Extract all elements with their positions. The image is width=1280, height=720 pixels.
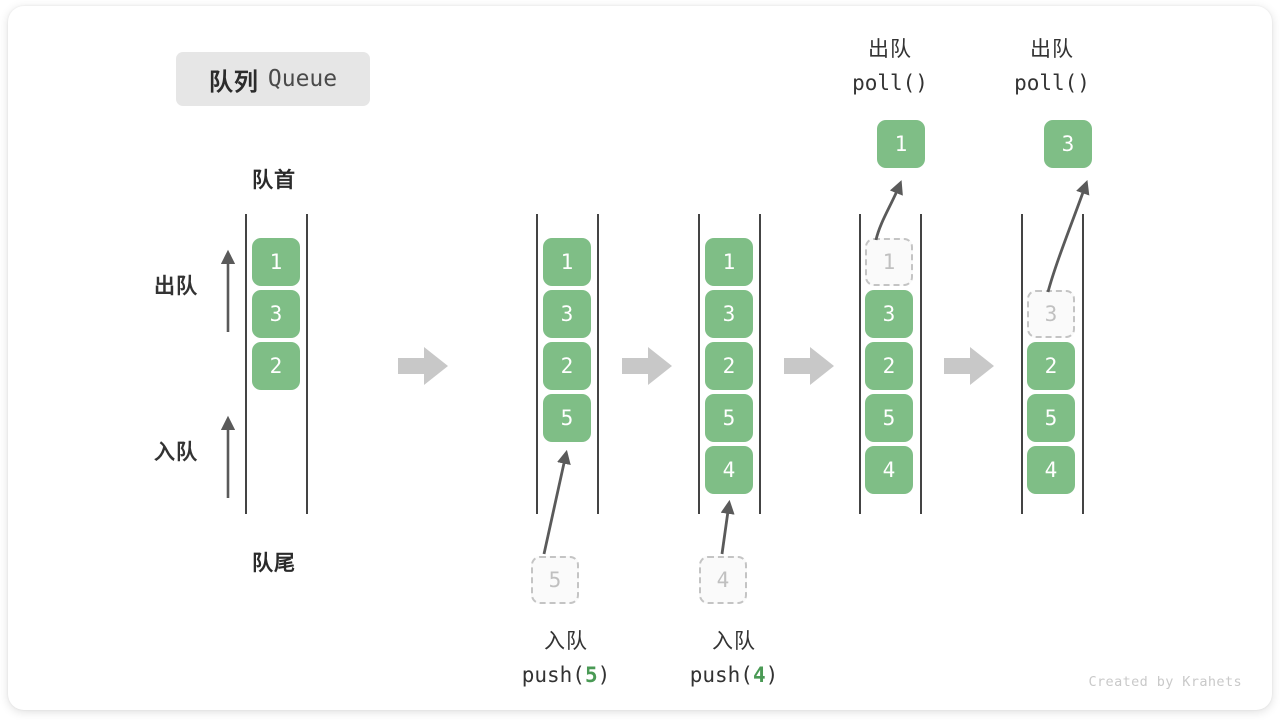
queue-cell: 5	[543, 394, 591, 442]
queue-cell: 3	[252, 290, 300, 338]
flow-arrow-icon	[622, 347, 672, 385]
operation-argument: 5	[584, 662, 598, 687]
operation-label-cn: 出队	[1030, 38, 1074, 61]
queue-rail-left	[245, 214, 247, 514]
queue-cell: 2	[705, 342, 753, 390]
queue-cell: 1	[543, 238, 591, 286]
operation-caption-poll-1: 出队 poll()	[780, 34, 1000, 99]
operation-code: poll()	[852, 70, 928, 95]
queue-rail-right	[597, 214, 599, 514]
queue-cell: 4	[705, 446, 753, 494]
queue-rail-left	[536, 214, 538, 514]
operation-code: push(4)	[689, 662, 779, 687]
operation-caption-push-5: 入队 push(5)	[456, 626, 676, 691]
enqueue-direction-arrow-icon	[220, 415, 236, 498]
operation-label-cn: 入队	[544, 630, 588, 653]
operation-caption-poll-2: 出队 poll()	[942, 34, 1162, 99]
queue-cell: 5	[705, 394, 753, 442]
queue-rail-left	[698, 214, 700, 514]
queue-rail-left	[1021, 214, 1023, 514]
flow-arrow-icon	[784, 347, 834, 385]
enqueue-motion-arrow-icon	[542, 449, 571, 555]
operation-caption-push-4: 入队 push(4)	[624, 626, 844, 691]
queue-cell: 1	[252, 238, 300, 286]
operation-code: push(5)	[521, 662, 611, 687]
queue-cell-removed: 3	[1027, 290, 1075, 338]
title-chinese: 队列	[208, 68, 259, 96]
queue-cell: 5	[1027, 394, 1075, 442]
queue-cell: 5	[865, 394, 913, 442]
queue-cell-removed: 1	[865, 238, 913, 286]
queue-cell: 4	[865, 446, 913, 494]
operation-code: poll()	[1014, 70, 1090, 95]
title-badge: 队列 Queue	[176, 52, 370, 106]
queue-cell: 2	[543, 342, 591, 390]
queue-rail-right	[759, 214, 761, 514]
operation-label-cn: 出队	[868, 38, 912, 61]
dequeue-motion-arrow-icon	[874, 180, 903, 241]
incoming-element-ghost: 4	[699, 556, 747, 604]
queue-cell: 1	[705, 238, 753, 286]
queue-rail-right	[306, 214, 308, 514]
incoming-element-ghost: 5	[531, 556, 579, 604]
queue-cell: 2	[865, 342, 913, 390]
dequeue-motion-arrow-icon	[1046, 180, 1090, 293]
queue-cell: 4	[1027, 446, 1075, 494]
enqueue-direction-label: 入队	[154, 441, 198, 464]
queue-rail-right	[920, 214, 922, 514]
queue-cell: 2	[1027, 342, 1075, 390]
credit-text: Created by Krahets	[1088, 674, 1242, 690]
queue-head-label: 队首	[252, 169, 296, 192]
queue-cell: 3	[865, 290, 913, 338]
enqueue-motion-arrow-icon	[720, 499, 735, 555]
operation-argument: 4	[752, 662, 766, 687]
popped-element: 3	[1044, 120, 1092, 168]
diagram-card: 队列 Queue 队首 队尾 出队 入队 1 3 2	[8, 6, 1272, 710]
queue-cell: 2	[252, 342, 300, 390]
queue-rail-left	[859, 214, 861, 514]
flow-arrow-icon	[944, 347, 994, 385]
queue-cell: 3	[543, 290, 591, 338]
popped-element: 1	[877, 120, 925, 168]
flow-arrow-icon	[398, 347, 448, 385]
queue-cell: 3	[705, 290, 753, 338]
dequeue-direction-arrow-icon	[220, 249, 236, 332]
queue-rail-right	[1082, 214, 1084, 514]
dequeue-direction-label: 出队	[154, 275, 198, 298]
queue-tail-label: 队尾	[252, 552, 296, 575]
title-english: Queue	[267, 66, 338, 92]
operation-label-cn: 入队	[712, 630, 756, 653]
